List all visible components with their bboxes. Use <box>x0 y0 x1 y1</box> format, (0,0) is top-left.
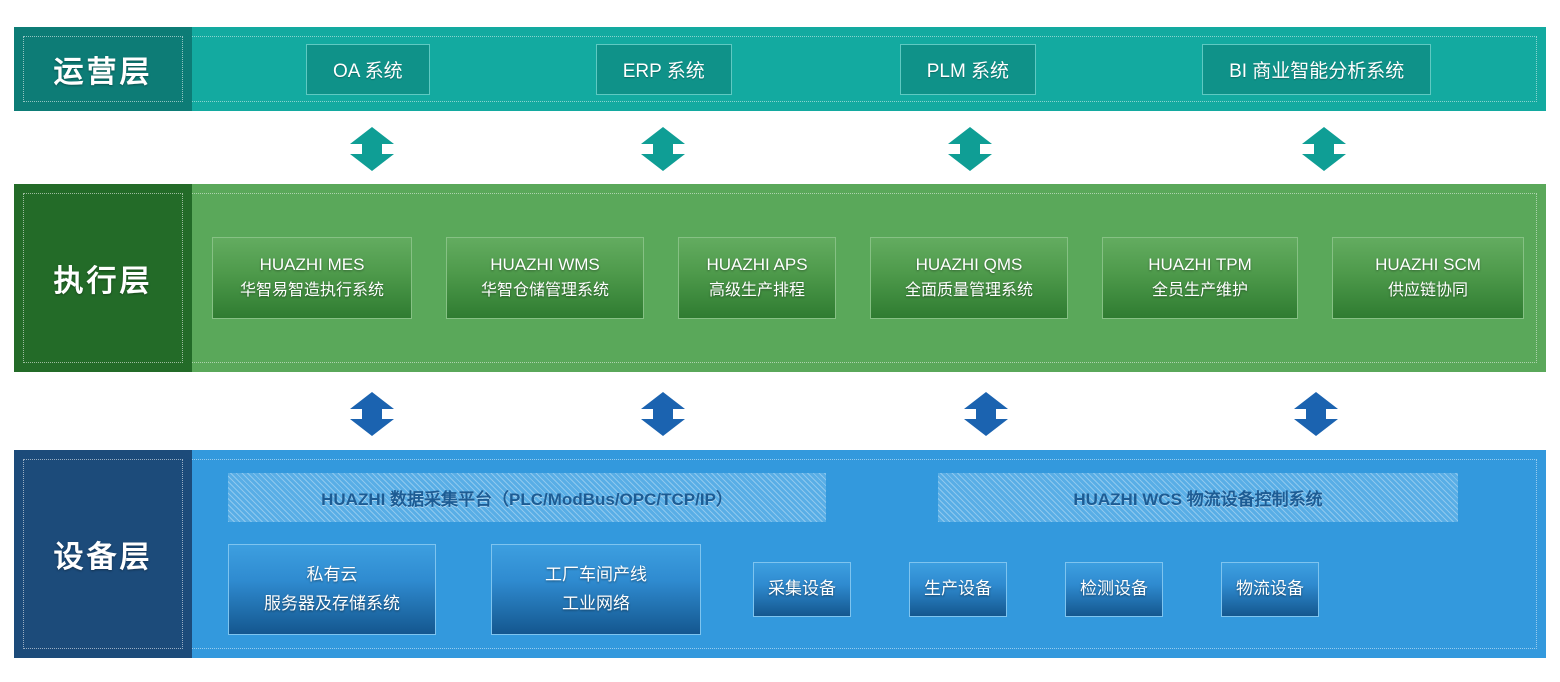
execution-system-mes[interactable]: HUAZHI MES 华智易智造执行系统 <box>212 237 412 319</box>
operation-system-erp[interactable]: ERP 系统 <box>595 43 732 95</box>
double-arrow-vertical-icon <box>1300 125 1348 173</box>
device-banner-wcs[interactable]: HUAZHI WCS 物流设备控制系统 <box>938 472 1458 522</box>
execution-system-tpm-code: HUAZHI TPM <box>1148 255 1252 275</box>
execution-layer-body: HUAZHI MES 华智易智造执行系统 HUAZHI WMS 华智仓储管理系统… <box>192 184 1546 372</box>
double-arrow-vertical-icon <box>639 390 687 438</box>
device-banner-row: HUAZHI 数据采集平台（PLC/ModBus/OPC/TCP/IP） HUA… <box>214 472 1528 522</box>
execution-system-scm[interactable]: HUAZHI SCM 供应链协同 <box>1332 237 1524 319</box>
operation-layer-title: 运营层 <box>53 56 153 89</box>
device-platform-private-cloud-line2: 服务器及存储系统 <box>264 593 400 613</box>
device-layer-label: 设备层 <box>14 450 192 658</box>
operation-layer: 运营层 OA 系统 ERP 系统 PLM 系统 BI 商业智能分析系统 <box>14 27 1546 111</box>
operation-systems-row: OA 系统 ERP 系统 PLM 系统 BI 商业智能分析系统 <box>192 27 1546 111</box>
device-equipment-logistics[interactable]: 物流设备 <box>1221 562 1319 617</box>
execution-layer: 执行层 HUAZHI MES 华智易智造执行系统 HUAZHI WMS 华智仓储… <box>14 184 1546 372</box>
execution-system-qms-name: 全面质量管理系统 <box>904 281 1033 299</box>
device-layer: 设备层 HUAZHI 数据采集平台（PLC/ModBus/OPC/TCP/IP）… <box>14 450 1546 658</box>
execution-system-tpm[interactable]: HUAZHI TPM 全员生产维护 <box>1102 237 1298 319</box>
double-arrow-vertical-icon <box>962 390 1010 438</box>
execution-system-aps[interactable]: HUAZHI APS 高级生产排程 <box>678 237 836 319</box>
execution-system-tpm-name: 全员生产维护 <box>1151 281 1248 299</box>
execution-system-scm-name: 供应链协同 <box>1387 281 1468 299</box>
device-platform-factory-line-line1: 工厂车间产线 <box>545 564 647 584</box>
execution-system-scm-code: HUAZHI SCM <box>1375 255 1481 275</box>
execution-layer-label: 执行层 <box>14 184 192 372</box>
device-platform-private-cloud-line1: 私有云 <box>306 564 358 584</box>
device-platform-private-cloud[interactable]: 私有云 服务器及存储系统 <box>228 543 436 636</box>
device-layer-title: 设备层 <box>53 541 153 574</box>
execution-layer-title: 执行层 <box>53 265 153 298</box>
double-arrow-vertical-icon <box>348 390 396 438</box>
execution-system-wms-name: 华智仓储管理系统 <box>480 281 609 299</box>
execution-system-mes-name: 华智易智造执行系统 <box>239 281 384 299</box>
double-arrow-vertical-icon <box>348 125 396 173</box>
operation-system-oa[interactable]: OA 系统 <box>306 43 430 95</box>
operation-layer-body: OA 系统 ERP 系统 PLM 系统 BI 商业智能分析系统 <box>192 27 1546 111</box>
execution-system-aps-code: HUAZHI APS <box>706 255 808 275</box>
device-content: HUAZHI 数据采集平台（PLC/ModBus/OPC/TCP/IP） HUA… <box>192 450 1546 658</box>
device-equipment-collection[interactable]: 采集设备 <box>753 562 851 617</box>
double-arrow-vertical-icon <box>1292 390 1340 438</box>
execution-systems-row: HUAZHI MES 华智易智造执行系统 HUAZHI WMS 华智仓储管理系统… <box>192 184 1546 372</box>
device-equipment-row: 私有云 服务器及存储系统 工厂车间产线 工业网络 采集设备 生产设备 检测设备 … <box>214 543 1528 636</box>
label-dotted-frame <box>23 459 183 649</box>
device-banner-data-collection[interactable]: HUAZHI 数据采集平台（PLC/ModBus/OPC/TCP/IP） <box>228 472 826 522</box>
device-platform-factory-line[interactable]: 工厂车间产线 工业网络 <box>491 543 701 636</box>
operation-layer-label: 运营层 <box>14 27 192 111</box>
device-layer-body: HUAZHI 数据采集平台（PLC/ModBus/OPC/TCP/IP） HUA… <box>192 450 1546 658</box>
device-equipment-production[interactable]: 生产设备 <box>909 562 1007 617</box>
execution-system-mes-code: HUAZHI MES <box>259 255 365 275</box>
execution-system-qms-code: HUAZHI QMS <box>915 255 1023 275</box>
execution-system-qms[interactable]: HUAZHI QMS 全面质量管理系统 <box>870 237 1068 319</box>
label-dotted-frame <box>23 193 183 363</box>
double-arrow-vertical-icon <box>639 125 687 173</box>
execution-system-aps-name: 高级生产排程 <box>708 281 805 299</box>
operation-system-bi[interactable]: BI 商业智能分析系统 <box>1202 43 1432 95</box>
label-dotted-frame <box>23 36 183 102</box>
device-platform-factory-line-line2: 工业网络 <box>562 593 630 613</box>
double-arrow-vertical-icon <box>946 125 994 173</box>
operation-system-plm[interactable]: PLM 系统 <box>899 43 1037 95</box>
execution-system-wms-code: HUAZHI WMS <box>490 255 600 275</box>
execution-system-wms[interactable]: HUAZHI WMS 华智仓储管理系统 <box>446 237 644 319</box>
device-equipment-inspection[interactable]: 检测设备 <box>1065 562 1163 617</box>
